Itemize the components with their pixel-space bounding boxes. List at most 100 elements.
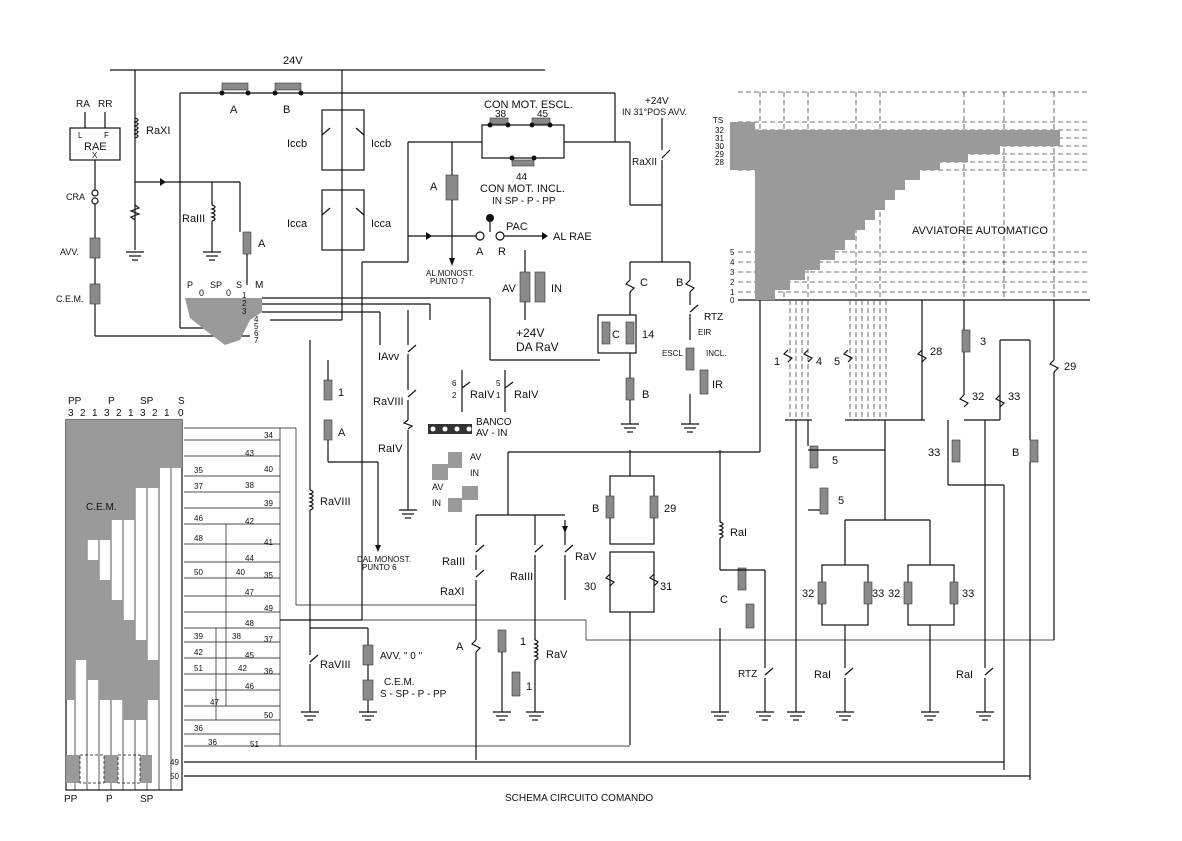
banco-av1-label: AV [470, 452, 481, 462]
drum-row-36: 36 [264, 667, 273, 676]
avviatore-step-29: 29 [715, 150, 724, 159]
cem-0-label: 0 [199, 288, 204, 298]
pac-r-label: R [498, 246, 506, 258]
a-mid-label: A [338, 427, 346, 439]
box32-left-label: 32 [802, 588, 814, 600]
a-top-label: A [230, 104, 238, 116]
motor-incl-sub-label: IN SP - P - PP [492, 196, 556, 207]
drum-footer-p: P [106, 794, 113, 805]
banco-in1-label: IN [470, 468, 479, 478]
drum-num-6: 3 [140, 408, 146, 419]
cem-sp-label: SP [210, 280, 222, 290]
banco-1-label: 1 [496, 391, 501, 400]
drum-row-45: 45 [245, 651, 254, 660]
motor-38-label: 38 [495, 109, 507, 120]
raiii-coil [203, 182, 252, 285]
drum-footer-pp: PP [64, 794, 78, 805]
drum-row-47b: 47 [210, 698, 219, 707]
motor-escl-label: CON MOT. ESCL. [484, 99, 573, 111]
cem-drum-label: C.E.M. [86, 502, 117, 513]
pac-label: PAC [506, 221, 528, 233]
rae-f-label: F [104, 131, 109, 140]
drum-num-0: 3 [68, 408, 74, 419]
rai-lower1-label: RaI [814, 669, 831, 681]
drum-num-7: 2 [152, 408, 158, 419]
drum-tag-48: 48 [194, 534, 203, 543]
rae-ra-label: RA [76, 99, 90, 110]
drum-end-49: 49 [170, 758, 179, 767]
drum-num-8: 1 [164, 408, 170, 419]
drum-num-9: 0 [178, 408, 184, 419]
rae-x-label: X [92, 151, 98, 160]
cem-6-label: 6 [254, 329, 259, 338]
avviatore-label: AVVIATORE AUTOMATICO [912, 225, 1048, 237]
iccb-left-label: Iccb [287, 138, 307, 150]
avviatore-ts-label: TS [713, 116, 723, 125]
banco-sub-label: AV - IN [476, 428, 507, 439]
top-right-24v-label: +24V [645, 96, 669, 107]
relay-1-lower2-label: 1 [526, 681, 532, 693]
avv-label: AVV. [60, 247, 79, 257]
diode-icon [160, 178, 166, 186]
res-28-label: 28 [930, 346, 942, 358]
bottom-24v-sub-label: DA RaV [516, 340, 559, 354]
b-right-label: B [676, 277, 683, 289]
cem-rae-label: C.E.M. [56, 294, 84, 304]
cem-4-label: 4 [254, 315, 259, 324]
motor-45-label: 45 [537, 109, 549, 120]
res-32-label: 32 [972, 391, 984, 403]
incl-label: INCL. [706, 349, 726, 358]
in-label: IN [551, 283, 562, 295]
drum-header-sp: SP [140, 396, 154, 407]
lower-middle-relays [470, 515, 574, 760]
relay-5-group [787, 420, 959, 721]
res-3-label: 3 [980, 336, 986, 348]
drum-row-40: 40 [264, 465, 273, 474]
drum-tag-51: 51 [194, 664, 203, 673]
avviatore-resistors [782, 300, 1060, 640]
avviatore-step-4: 4 [730, 258, 735, 267]
relay-1-lower-label: 1 [520, 636, 526, 648]
b-top-label: B [283, 104, 290, 116]
drum-mid-38: 38 [232, 632, 241, 641]
raiii-lower-label: RaIII [442, 556, 465, 568]
drum-num-1: 2 [80, 408, 86, 419]
drum-num-3: 3 [104, 408, 110, 419]
drum-row-37: 37 [264, 635, 273, 644]
icca-right-label: Icca [371, 218, 392, 230]
drum-num-2: 1 [92, 408, 98, 419]
drum-rows [184, 427, 1054, 777]
drum-row-38: 38 [245, 481, 254, 490]
av-label: AV [502, 283, 517, 295]
drum-header-s: S [178, 396, 185, 407]
power-buses [110, 69, 615, 329]
drum-row-50: 50 [264, 711, 273, 720]
banco-in2-label: IN [432, 498, 441, 508]
cb-branches [597, 262, 709, 433]
raxii-branch [608, 93, 690, 263]
res-33-label: 33 [1008, 391, 1020, 403]
avviatore-step-32: 32 [715, 126, 724, 135]
c-right-label: C [640, 277, 648, 289]
motor-switch-block [361, 117, 608, 620]
middle-relays [301, 310, 417, 721]
cem-drum-chart [65, 419, 183, 791]
ab-contacts [219, 82, 304, 96]
cem-selector-block [185, 297, 490, 345]
far-right-relays [947, 340, 1039, 780]
drum-tag-46: 46 [194, 514, 203, 523]
box33-left-label: 33 [872, 588, 884, 600]
avv-contact-icon [89, 237, 101, 259]
drum-tag-36b: 36 [208, 738, 217, 747]
drum-row-43: 43 [245, 449, 254, 458]
iavv-label: IAvv [378, 351, 400, 363]
n14-label: 14 [642, 329, 654, 341]
raiii-label: RaIII [182, 213, 205, 225]
drum-mid-40: 40 [236, 568, 245, 577]
raxi-coil [126, 117, 240, 261]
res-1-label: 1 [774, 356, 780, 368]
cem-3-label: 3 [242, 307, 247, 316]
cem-0b-label: 0 [226, 288, 231, 298]
cem-m-label: M [255, 280, 263, 291]
